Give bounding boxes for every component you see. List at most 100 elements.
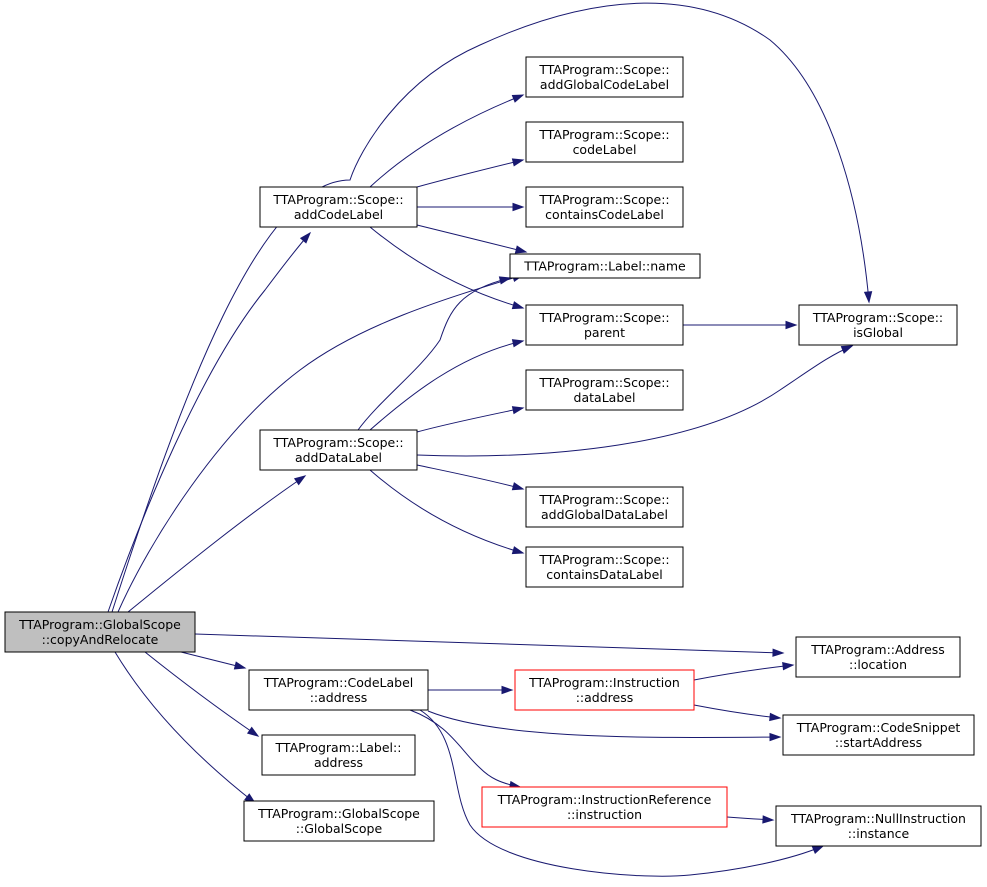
node-globalScopeCtor[interactable]: TTAProgram::GlobalScope::GlobalScope — [243, 800, 435, 842]
node-label-line: TTAProgram::GlobalScope — [18, 617, 181, 632]
arrowhead-icon — [514, 245, 528, 254]
arrowhead-icon — [785, 320, 798, 330]
node-label-line: ::address — [576, 690, 634, 705]
node-label-line: TTAProgram::GlobalScope — [257, 806, 420, 821]
node-label-line: ::instruction — [567, 807, 642, 822]
node-label-line: TTAProgram::CodeLabel — [263, 675, 414, 690]
node-copyAndRelocate[interactable]: TTAProgram::GlobalScope::copyAndRelocate — [4, 611, 196, 653]
edge-instructionAddress-to-startAddress — [693, 704, 782, 722]
arrowhead-icon — [512, 202, 525, 212]
node-label-line: TTAProgram::Scope:: — [538, 127, 669, 142]
node-dataLabel[interactable]: TTAProgram::Scope::dataLabel — [525, 369, 684, 411]
edge-codeLabelAddress-to-startAddress — [427, 710, 782, 742]
node-label-line: TTAProgram::CodeSnippet — [796, 720, 961, 735]
node-label-line: ::instance — [848, 826, 910, 841]
edge-parent-to-isGlobal — [682, 320, 798, 330]
arrowhead-icon — [511, 158, 525, 167]
arrowhead-icon — [769, 732, 782, 742]
arrowhead-icon — [772, 648, 785, 657]
arrowhead-icon — [293, 475, 307, 486]
arrowhead-icon — [511, 301, 525, 310]
node-labelAddress[interactable]: TTAProgram::Label::address — [261, 734, 416, 776]
node-label-line: addGlobalDataLabel — [541, 507, 668, 522]
edge-instructionRef-to-nullInstance — [726, 815, 775, 824]
node-label-line: ::copyAndRelocate — [42, 632, 159, 647]
node-codeLabelAddress[interactable]: TTAProgram::CodeLabel::address — [248, 669, 429, 711]
edge-copyAndRelocate-to-isGlobal — [111, 2, 873, 613]
node-label-line: addCodeLabel — [294, 207, 383, 222]
edge-addDataLabel-to-labelName — [357, 276, 512, 431]
arrowhead-icon — [769, 712, 782, 722]
arrowhead-icon — [762, 815, 775, 824]
node-label-line: TTAProgram::Label::name — [523, 259, 686, 274]
arrowhead-icon — [811, 845, 825, 854]
node-label-line: ::GlobalScope — [296, 821, 383, 836]
node-isGlobal[interactable]: TTAProgram::Scope::isGlobal — [798, 304, 958, 346]
edge-addDataLabel-to-addGlobalDataLabel — [416, 464, 525, 491]
edge-instructionAddress-to-addressLocation — [693, 662, 795, 681]
arrowhead-icon — [501, 685, 514, 695]
node-instructionAddress[interactable]: TTAProgram::Instruction::address — [514, 669, 695, 711]
edge-addDataLabel-to-parent — [369, 339, 525, 431]
arrowhead-icon — [863, 291, 873, 304]
node-instructionRef[interactable]: TTAProgram::InstructionReference::instru… — [481, 786, 728, 828]
node-label-line: TTAProgram::Scope:: — [272, 192, 403, 207]
edge-addDataLabel-to-containsDataLabel — [369, 469, 525, 555]
node-labelName[interactable]: TTAProgram::Label::name — [509, 253, 701, 279]
node-addressLocation[interactable]: TTAProgram::Address::location — [795, 636, 961, 678]
arrowhead-icon — [782, 662, 795, 671]
node-codeLabel[interactable]: TTAProgram::Scope::codeLabel — [525, 121, 684, 163]
node-label-line: dataLabel — [574, 390, 636, 405]
edge-addCodeLabel-to-parent — [369, 226, 525, 310]
nodes-layer: TTAProgram::GlobalScope::copyAndRelocate… — [4, 56, 982, 847]
node-label-line: TTAProgram::Address — [810, 642, 945, 657]
arrowhead-icon — [511, 482, 525, 491]
node-label-line: isGlobal — [853, 325, 903, 340]
edge-copyAndRelocate-to-addCodeLabel — [107, 231, 312, 613]
edge-addCodeLabel-to-addGlobalCodeLabel — [369, 94, 525, 188]
node-label-line: TTAProgram::Scope:: — [812, 310, 943, 325]
node-label-line: TTAProgram::Scope:: — [538, 192, 669, 207]
arrowhead-icon — [511, 94, 525, 103]
arrowhead-icon — [511, 339, 525, 348]
node-startAddress[interactable]: TTAProgram::CodeSnippet::startAddress — [782, 714, 975, 756]
node-addGlobalDataLabel[interactable]: TTAProgram::Scope::addGlobalDataLabel — [525, 486, 684, 528]
node-label-line: TTAProgram::Scope:: — [538, 552, 669, 567]
node-label-line: TTAProgram::Scope:: — [538, 310, 669, 325]
arrowhead-icon — [299, 231, 312, 244]
arrowhead-icon — [233, 661, 247, 670]
node-label-line: addDataLabel — [295, 450, 382, 465]
edge-copyAndRelocate-to-addDataLabel — [127, 475, 307, 613]
node-addDataLabel[interactable]: TTAProgram::Scope::addDataLabel — [259, 429, 418, 471]
arrowhead-icon — [840, 345, 854, 354]
node-label-line: containsDataLabel — [546, 567, 662, 582]
node-parent[interactable]: TTAProgram::Scope::parent — [525, 304, 684, 346]
edge-codeLabelAddress-to-instructionAddress — [427, 685, 514, 695]
node-label-line: TTAProgram::Scope:: — [272, 435, 403, 450]
arrowhead-icon — [511, 546, 525, 555]
edge-copyAndRelocate-to-globalScopeCtor — [114, 651, 257, 804]
node-label-line: addGlobalCodeLabel — [540, 77, 669, 92]
node-label-line: TTAProgram::Scope:: — [538, 62, 669, 77]
node-label-line: TTAProgram::Scope:: — [538, 375, 669, 390]
node-addCodeLabel[interactable]: TTAProgram::Scope::addCodeLabel — [259, 186, 418, 228]
node-addGlobalCodeLabel[interactable]: TTAProgram::Scope::addGlobalCodeLabel — [525, 56, 684, 98]
edge-addCodeLabel-to-labelName — [416, 224, 528, 254]
edge-copyAndRelocate-to-addressLocation — [194, 633, 785, 657]
node-label-line: containsCodeLabel — [545, 207, 664, 222]
edge-addDataLabel-to-dataLabel — [416, 406, 525, 433]
node-label-line: ::address — [310, 690, 368, 705]
node-nullInstance[interactable]: TTAProgram::NullInstruction::instance — [775, 805, 982, 847]
node-label-line: TTAProgram::InstructionReference — [497, 792, 712, 807]
node-label-line: codeLabel — [573, 142, 637, 157]
node-label-line: parent — [584, 325, 625, 340]
node-containsCodeLabel[interactable]: TTAProgram::Scope::containsCodeLabel — [525, 186, 684, 228]
node-label-line: ::startAddress — [835, 735, 922, 750]
edges-layer — [107, 2, 873, 877]
edge-addCodeLabel-to-codeLabel — [416, 158, 525, 188]
node-label-line: address — [314, 755, 363, 770]
arrowhead-icon — [511, 406, 525, 415]
edge-addDataLabel-to-isGlobal — [416, 345, 854, 457]
node-containsDataLabel[interactable]: TTAProgram::Scope::containsDataLabel — [525, 546, 684, 588]
